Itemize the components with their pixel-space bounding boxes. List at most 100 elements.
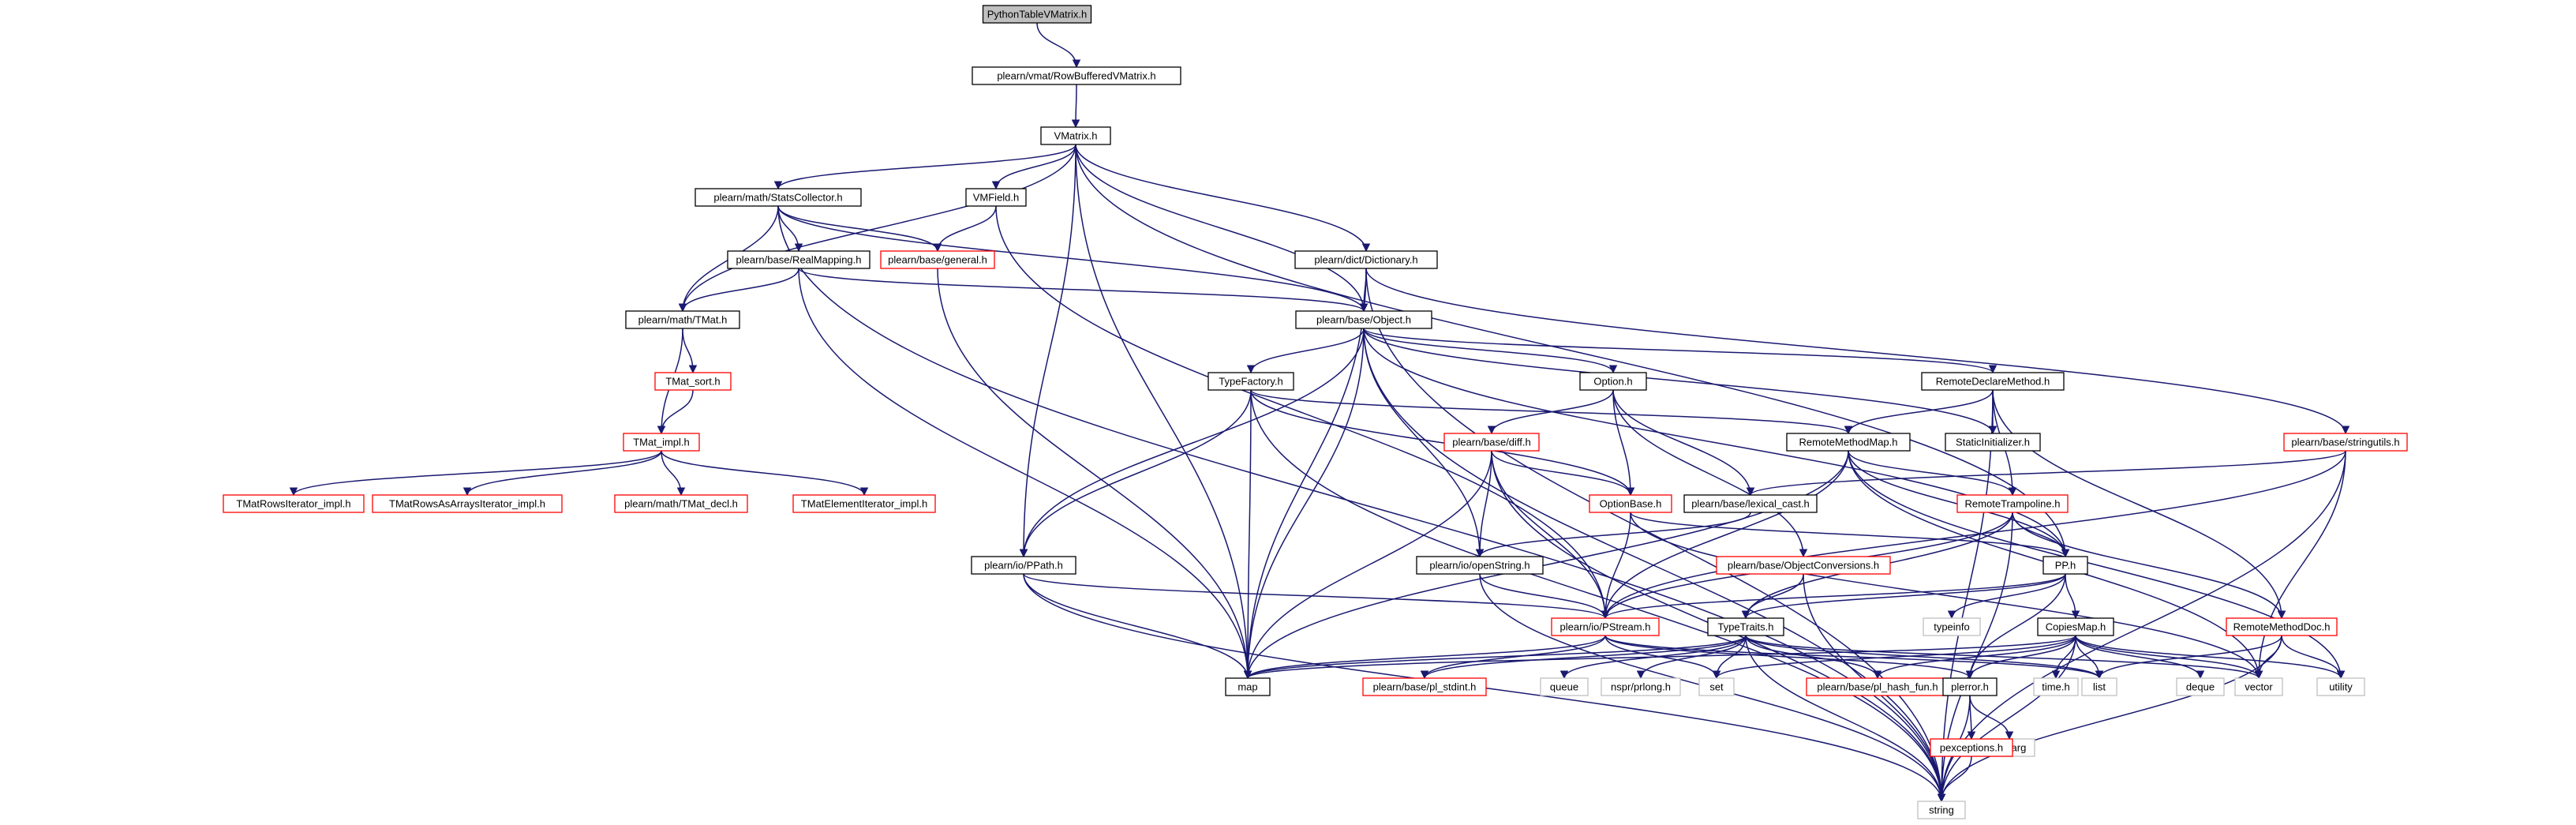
- node-box-optionbase: [1589, 494, 1672, 513]
- node-diff[interactable]: plearn/base/diff.h: [1443, 433, 1540, 452]
- node-box-rmm: [1786, 433, 1911, 452]
- node-pexceptions[interactable]: pexceptions.h: [1930, 738, 2013, 757]
- node-plerror[interactable]: plerror.h: [1942, 677, 1998, 696]
- node-label-staticinit: StaticInitializer.h: [1956, 436, 2030, 448]
- node-optionbase[interactable]: OptionBase.h: [1589, 494, 1672, 513]
- node-box-tmatrows: [223, 494, 365, 513]
- node-rdm[interactable]: RemoteDeclareMethod.h: [1921, 372, 2065, 391]
- edge-copiesmap-to-vector: [2075, 635, 2263, 680]
- edge-copiesmap-to-deque: [2075, 635, 2205, 680]
- node-realmap[interactable]: plearn/base/RealMapping.h: [727, 250, 871, 269]
- node-box-remotemethoddoc: [2226, 617, 2338, 636]
- node-vmfield[interactable]: VMField.h: [965, 188, 1027, 207]
- node-openstring[interactable]: plearn/io/openString.h: [1416, 556, 1544, 575]
- edge-copiesmap-to-set: [1712, 635, 2076, 680]
- edge-tmatimpl-to-tmatrows: [289, 450, 662, 497]
- node-tmatdecl[interactable]: plearn/math/TMat_decl.h: [614, 494, 748, 513]
- node-queue: queue: [1540, 677, 1589, 696]
- edge-remotemethoddoc-to-string: [1937, 635, 2282, 803]
- node-staticinit[interactable]: StaticInitializer.h: [1945, 433, 2041, 452]
- node-stringutils[interactable]: plearn/base/stringutils.h: [2283, 433, 2408, 452]
- node-box-tmatrowsarr: [372, 494, 563, 513]
- node-label-vector: vector: [2245, 681, 2273, 692]
- node-rtramp[interactable]: RemoteTrampoline.h: [1956, 494, 2069, 513]
- edge-typetraits-to-map: [1243, 635, 1747, 680]
- node-plhash[interactable]: plearn/base/pl_hash_fun.h: [1806, 677, 1949, 696]
- node-box-openstring: [1416, 556, 1544, 575]
- edge-typetraits-to-plhash: [1745, 635, 1882, 680]
- node-stats[interactable]: plearn/math/StatsCollector.h: [695, 188, 862, 207]
- edge-option-to-optionbase: [1612, 389, 1635, 497]
- edge-option-to-lexcast: [1612, 389, 1755, 497]
- edge-typetraits-to-list: [1745, 635, 2104, 680]
- node-tmatimpl[interactable]: TMat_impl.h: [623, 433, 700, 452]
- node-label-lexcast: plearn/base/lexical_cast.h: [1691, 497, 1810, 509]
- node-label-option: Option.h: [1593, 375, 1632, 387]
- edge-dict-to-map: [1243, 268, 1367, 680]
- edge-vmatrix-to-tmat: [678, 144, 1076, 313]
- node-general[interactable]: plearn/base/general.h: [880, 250, 995, 269]
- node-objconv[interactable]: plearn/base/ObjectConversions.h: [1716, 556, 1891, 575]
- node-pp[interactable]: PP.h: [2042, 556, 2088, 575]
- node-remotemethoddoc[interactable]: RemoteMethodDoc.h: [2226, 617, 2338, 636]
- node-typefactory[interactable]: TypeFactory.h: [1208, 372, 1294, 391]
- node-option[interactable]: Option.h: [1579, 372, 1647, 391]
- node-box-lexcast: [1683, 494, 1818, 513]
- edge-object-to-ppath: [1019, 328, 1365, 558]
- edge-vmatrix-to-stats: [773, 144, 1076, 190]
- node-plstdint[interactable]: plearn/base/pl_stdint.h: [1362, 677, 1487, 696]
- node-rmm[interactable]: RemoteMethodMap.h: [1786, 433, 1911, 452]
- node-box-ppath: [971, 556, 1076, 575]
- node-box-timeh: [2033, 677, 2079, 696]
- node-ppath[interactable]: plearn/io/PPath.h: [971, 556, 1076, 575]
- node-pstream[interactable]: plearn/io/PStream.h: [1551, 617, 1660, 636]
- node-box-pexceptions: [1930, 738, 2013, 757]
- node-box-set: [1698, 677, 1735, 696]
- edge-diff-to-map: [1243, 450, 1492, 680]
- edge-rtramp-to-remotemethoddoc: [2012, 512, 2286, 620]
- node-object[interactable]: plearn/base/Object.h: [1295, 310, 1432, 329]
- node-box-objconv: [1716, 556, 1891, 575]
- edge-stringutils-to-lexcast: [1746, 450, 2346, 497]
- node-lexcast[interactable]: plearn/base/lexical_cast.h: [1683, 494, 1818, 513]
- node-map[interactable]: map: [1225, 677, 1271, 696]
- node-rowbuf[interactable]: plearn/vmat/RowBufferedVMatrix.h: [972, 66, 1181, 85]
- node-label-tmatelem: TMatElementIterator_impl.h: [801, 497, 927, 509]
- node-utility: utility: [2316, 677, 2365, 696]
- node-box-vmatrix: [1040, 126, 1111, 145]
- node-tmatrowsarr[interactable]: TMatRowsAsArraysIterator_impl.h: [372, 494, 563, 513]
- edge-stats-to-object: [777, 205, 1368, 313]
- edge-typetraits-to-vector: [1745, 635, 2263, 680]
- edge-tmat-to-tmatsort: [682, 328, 698, 374]
- node-pytvm[interactable]: PythonTableVMatrix.h: [982, 5, 1092, 24]
- node-tmat[interactable]: plearn/math/TMat.h: [625, 310, 740, 329]
- node-box-realmap: [727, 250, 871, 269]
- edge-rdm-to-rmm: [1844, 389, 1994, 435]
- edge-pp-to-pstream: [1601, 573, 2066, 620]
- node-vmatrix[interactable]: VMatrix.h: [1040, 126, 1111, 145]
- edge-ppath-to-pstream: [1023, 573, 1610, 620]
- node-label-vmfield: VMField.h: [973, 191, 1020, 203]
- node-list: list: [2081, 677, 2117, 696]
- edge-lexcast-to-openstring: [1475, 512, 1751, 558]
- node-dict[interactable]: plearn/dict/Dictionary.h: [1294, 250, 1438, 269]
- edge-object-to-typefactory: [1246, 328, 1365, 374]
- node-label-stats: plearn/math/StatsCollector.h: [713, 191, 842, 203]
- node-box-staticinit: [1945, 433, 2041, 452]
- node-typetraits[interactable]: TypeTraits.h: [1707, 617, 1784, 636]
- node-tmatsort[interactable]: TMat_sort.h: [654, 372, 732, 391]
- node-label-list: list: [2093, 681, 2106, 692]
- node-box-tmatelem: [792, 494, 936, 513]
- edge-object-to-pp: [1363, 328, 2070, 558]
- node-tmatrows[interactable]: TMatRowsIterator_impl.h: [223, 494, 365, 513]
- edge-rdm-to-string: [1937, 389, 1994, 803]
- node-tmatelem[interactable]: TMatElementIterator_impl.h: [792, 494, 936, 513]
- node-box-pp: [2042, 556, 2088, 575]
- node-label-queue: queue: [1550, 681, 1578, 692]
- node-copiesmap[interactable]: CopiesMap.h: [2037, 617, 2114, 636]
- edge-object-to-staticinit: [1363, 328, 1998, 435]
- node-label-diff: plearn/base/diff.h: [1452, 436, 1531, 448]
- edge-dict-to-stringutils: [1365, 268, 2350, 435]
- edge-diff-to-pstream: [1491, 450, 1610, 620]
